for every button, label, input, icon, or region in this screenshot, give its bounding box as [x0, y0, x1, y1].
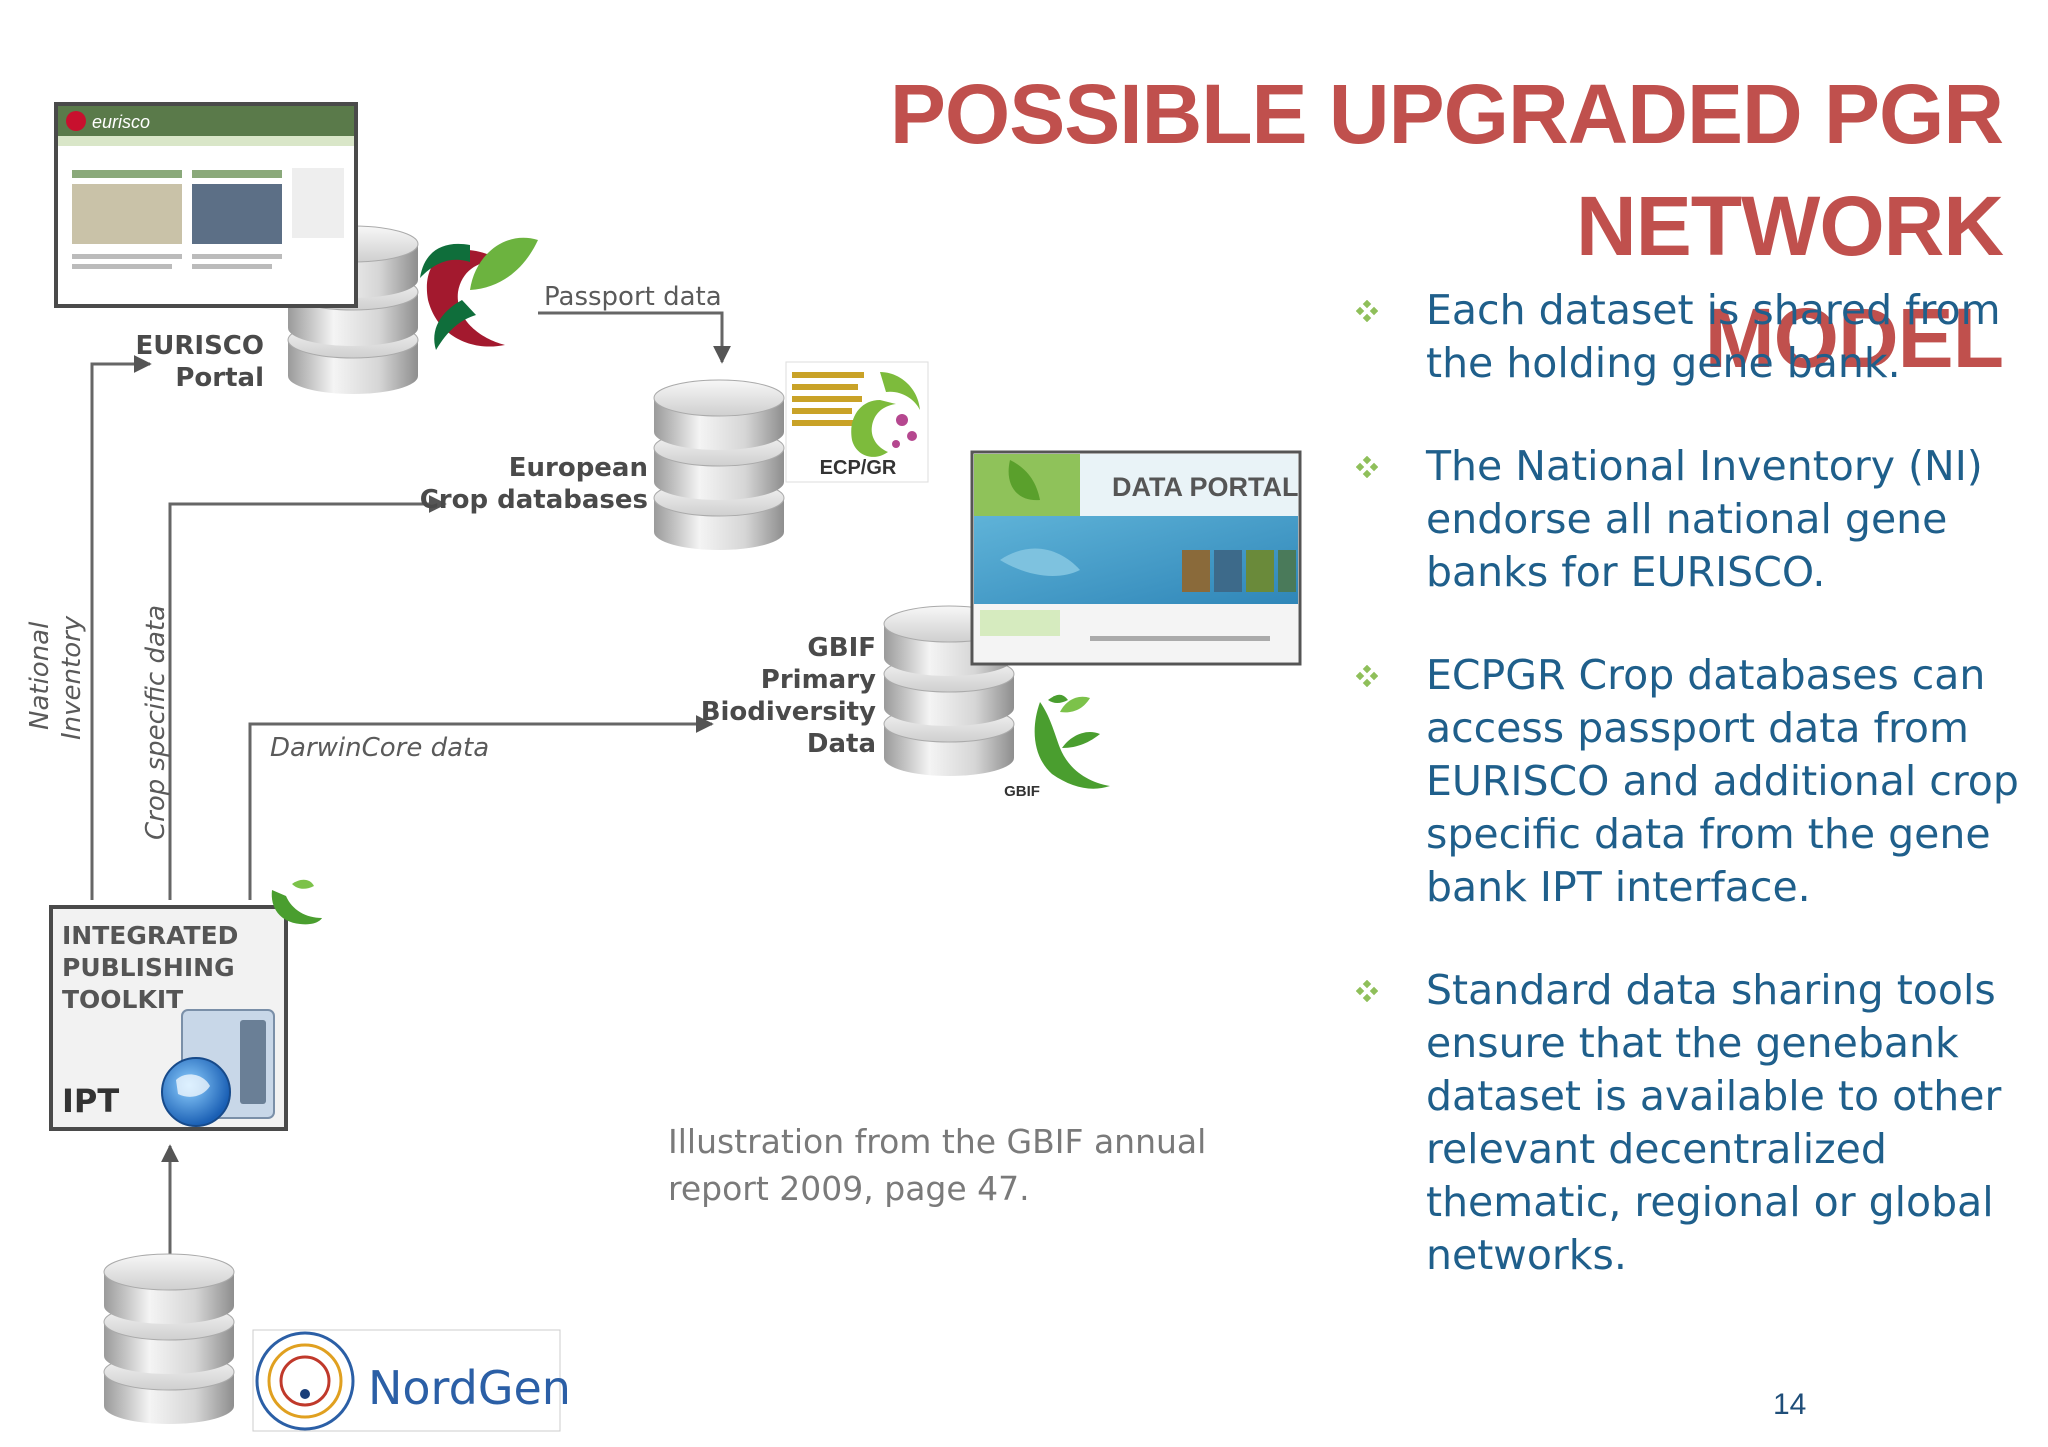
- bullet-item: ECPGR Crop databases can access passport…: [1342, 649, 2022, 914]
- national-inventory-arrow: [90, 355, 152, 900]
- passport-data-arrow: [538, 311, 731, 364]
- ecpgr-logo: ECP/GR: [785, 361, 929, 483]
- bullet-item: Standard data sharing tools ensure that …: [1342, 964, 2022, 1282]
- ecpgr-database-icon: [653, 379, 785, 550]
- gbif-data-portal-screenshot: DATA PORTAL: [970, 450, 1302, 666]
- crop-specific-data-label: Crop specific data: [141, 605, 171, 840]
- caption-line-2: report 2009, page 47.: [668, 1169, 1030, 1208]
- gbif-logo: GBIF: [1004, 694, 1110, 800]
- ipt-toolkit-box: INTEGRATED PUBLISHING TOOLKIT IPT: [49, 905, 288, 1131]
- eurisco-logo-text: eurisco: [92, 112, 150, 132]
- bullet-text: The National Inventory (NI) endorse all …: [1426, 442, 1983, 596]
- bullet-item: The National Inventory (NI) endorse all …: [1342, 440, 2022, 599]
- darwincore-arrow: [248, 715, 714, 900]
- gbif-label-line-3: Biodiversity: [701, 697, 876, 727]
- diamond-bullet-icon: [1356, 456, 1378, 478]
- bullet-list: Each dataset is shared from the holding …: [1342, 284, 2022, 1332]
- national-inventory-label-line-1: National: [25, 621, 55, 730]
- ecpgr-logo-text: ECP/GR: [820, 457, 897, 479]
- national-inventory-label-line-2: Inventory: [57, 615, 87, 740]
- eurisco-portal-screenshot: eurisco: [54, 102, 358, 308]
- bullet-text: Each dataset is shared from the holding …: [1426, 286, 2001, 387]
- ipt-short-label: IPT: [62, 1082, 119, 1120]
- nordgen-logo-text: NordGen: [368, 1361, 571, 1415]
- eurisco-logo-icon: [420, 237, 538, 350]
- page-number: 14: [1773, 1388, 1807, 1421]
- diamond-bullet-icon: [1356, 300, 1378, 322]
- ipt-title-line-2: PUBLISHING: [62, 953, 235, 982]
- ecpgr-label-line-1: European: [509, 453, 648, 483]
- caption-line-1: Illustration from the GBIF annual: [668, 1122, 1207, 1161]
- gbif-logo-text: GBIF: [1004, 783, 1040, 800]
- slide-title-line-1: POSSIBLE UPGRADED PGR NETWORK: [889, 67, 2004, 273]
- bullet-item: Each dataset is shared from the holding …: [1342, 284, 2022, 390]
- illustration-caption: Illustration from the GBIF annual report…: [668, 1118, 1206, 1212]
- gbif-leaf-icon: [271, 879, 322, 925]
- passport-data-label: Passport data: [544, 282, 722, 312]
- bullet-text: Standard data sharing tools ensure that …: [1426, 966, 2002, 1279]
- slide-title-line-2: MODEL: [1704, 291, 2004, 385]
- diamond-bullet-icon: [1356, 980, 1378, 1002]
- gbif-label-line-4: Data: [807, 729, 876, 759]
- diamond-bullet-icon: [1356, 665, 1378, 687]
- data-portal-heading: DATA PORTAL: [1112, 472, 1298, 502]
- bullet-text: ECPGR Crop databases can access passport…: [1426, 651, 2019, 911]
- nordgen-logo: NordGen: [252, 1329, 571, 1432]
- server-globe-icon: [161, 1009, 275, 1127]
- ipt-title-line-3: TOOLKIT: [62, 985, 183, 1014]
- ipt-title-line-1: INTEGRATED: [62, 921, 238, 950]
- nordgen-database-icon: [103, 1253, 235, 1424]
- ecpgr-label-line-2: Crop databases: [420, 485, 648, 515]
- network-diagram: eurisco EURISCO Portal Passport data: [25, 102, 1302, 1432]
- eurisco-label-line-1: EURISCO: [136, 331, 264, 361]
- crop-specific-arrow: [168, 495, 447, 900]
- darwincore-data-label: DarwinCore data: [270, 733, 489, 763]
- slide-title: POSSIBLE UPGRADED PGR NETWORK MODEL: [503, 58, 2004, 394]
- eurisco-label-line-2: Portal: [175, 363, 264, 393]
- connector-lines: [90, 311, 731, 1265]
- gbif-label-line-2: Primary: [761, 665, 876, 695]
- gbif-label-line-1: GBIF: [807, 633, 876, 663]
